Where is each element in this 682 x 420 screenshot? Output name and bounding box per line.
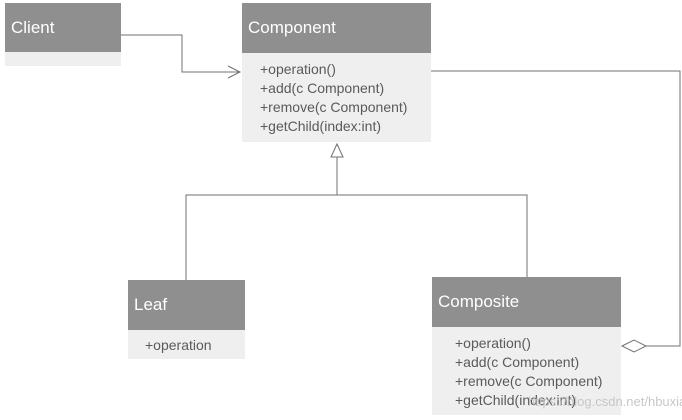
class-composite[interactable]: Composite +operation() +add(c Component)… (432, 277, 621, 415)
method-add: +add(c Component) (455, 354, 580, 370)
method-remove: +remove(c Component) (455, 373, 603, 389)
class-composite-header: Composite (432, 277, 621, 327)
class-component-header: Component (242, 3, 431, 53)
class-client-header: Client (5, 3, 121, 52)
class-client[interactable]: Client (5, 3, 121, 66)
class-composite-methods: +operation() +add(c Component) +remove(c… (432, 327, 621, 415)
aggregation-diamond-icon (620, 339, 648, 353)
class-component-methods: +operation() +add(c Component) +remove(c… (242, 53, 431, 142)
class-component-name: Component (248, 18, 336, 37)
association-line-client-component (121, 34, 240, 73)
class-leaf-methods: +operation (128, 330, 245, 359)
generalization-branch-line (185, 194, 528, 280)
method-remove: +remove(c Component) (260, 99, 408, 115)
method-operation: +operation (145, 337, 212, 353)
method-operation: +operation() (260, 61, 336, 77)
method-get-child: +getChild(index:int) (260, 118, 382, 134)
class-composite-name: Composite (438, 292, 520, 311)
class-leaf-name: Leaf (134, 295, 168, 314)
association-arrowhead (227, 65, 242, 79)
class-client-body (5, 52, 121, 66)
class-client-name: Client (11, 17, 55, 37)
class-leaf[interactable]: Leaf +operation (128, 280, 245, 359)
watermark-text: https://blog.csdn.net/hbuxiaofei (528, 394, 682, 409)
generalization-triangle-icon (330, 142, 344, 158)
method-get-child: +getChild(index:int) (455, 392, 577, 408)
class-leaf-header: Leaf (128, 280, 245, 330)
method-operation: +operation() (455, 335, 531, 351)
class-component[interactable]: Component +operation() +add(c Component)… (242, 3, 431, 142)
method-add: +add(c Component) (260, 80, 385, 96)
aggregation-line (431, 70, 681, 347)
